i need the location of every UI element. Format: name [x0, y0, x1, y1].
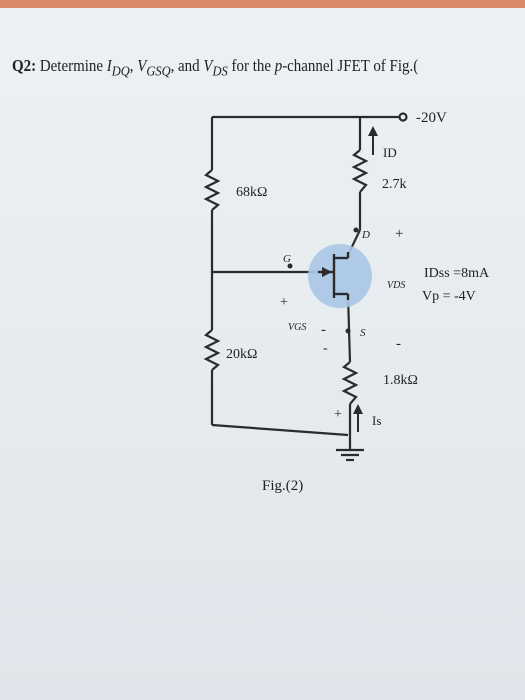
- resistor-20k-zigzag: [203, 329, 221, 371]
- drain-terminal-dot: [353, 227, 359, 233]
- gate-label: G: [283, 253, 291, 265]
- jfet-transistor: [308, 244, 372, 308]
- r1-label: 68kΩ: [236, 185, 267, 200]
- vds-label: VDS: [387, 280, 405, 291]
- vds-plus-sign: +: [395, 226, 403, 242]
- wires: [203, 112, 408, 462]
- gate-arrow-icon: [322, 267, 332, 277]
- id-label: ID: [383, 145, 397, 160]
- photo-page: [0, 8, 525, 700]
- resistor-rs-zigzag: [341, 361, 359, 405]
- source-label: S: [360, 327, 366, 339]
- source-terminal-dot: [345, 328, 351, 334]
- id-arrow-icon: [368, 126, 378, 136]
- bottom-rail-wire: [211, 423, 349, 437]
- vgs-label: VGS: [288, 322, 306, 333]
- vp-label: Vp = -4V: [422, 289, 476, 304]
- is-arrow-icon: [353, 404, 363, 414]
- figure-caption: Fig.(2): [262, 478, 304, 494]
- rs-top-minus-sign: -: [323, 341, 328, 356]
- question-text: Q2: Determine IDQ, VGSQ, and VDS for the…: [12, 56, 419, 80]
- question-number: Q2:: [12, 56, 37, 75]
- drain-label: D: [361, 229, 370, 241]
- rd-label: 2.7k: [382, 177, 407, 192]
- idss-label: IDss =8mA: [424, 266, 490, 281]
- supply-terminal: [398, 112, 408, 122]
- transistor-highlight: [308, 244, 372, 308]
- resistor-rd-zigzag: [351, 149, 369, 193]
- rs-bottom-plus-sign: +: [334, 407, 342, 422]
- is-label: Is: [372, 413, 381, 428]
- supply-voltage-label: -20V: [416, 110, 447, 126]
- r2-label: 20kΩ: [226, 347, 257, 362]
- vgs-plus-sign: +: [280, 295, 288, 310]
- gate-terminal-dot: [287, 263, 293, 269]
- resistor-68k-zigzag: [203, 169, 221, 211]
- vds-minus-sign: -: [396, 336, 401, 352]
- rs-label: 1.8kΩ: [383, 373, 418, 388]
- top-strip: [0, 0, 525, 8]
- vgs-minus-sign: -: [321, 322, 326, 338]
